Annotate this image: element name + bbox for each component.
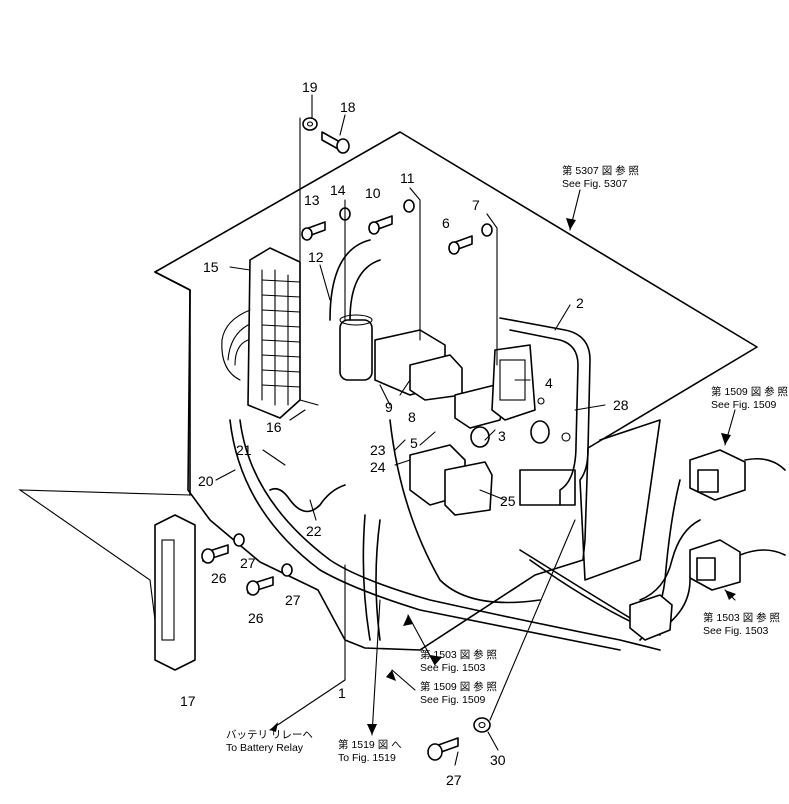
ref-1503-right-jp: 第 1503 図 参 照 xyxy=(703,611,781,624)
bracket-plate xyxy=(499,317,661,581)
part-label-6: 6 xyxy=(442,215,450,231)
part-label-27b: 27 xyxy=(285,592,301,608)
ref-1503-mid-jp: 第 1503 図 参 照 xyxy=(420,648,498,661)
part-label-26b: 26 xyxy=(248,610,264,626)
ref-1519-jp: 第 1519 図 へ xyxy=(338,738,402,751)
part-label-15: 15 xyxy=(203,259,219,275)
connector-lower xyxy=(629,594,673,641)
part-label-8: 8 xyxy=(408,409,416,425)
ref-1509-top-en: See Fig. 1509 xyxy=(711,399,777,411)
ref-1519-en: To Fig. 1519 xyxy=(338,752,396,764)
ref-5307-jp: 第 5307 図 参 照 xyxy=(562,164,640,177)
part-label-26a: 26 xyxy=(211,570,227,586)
bolt-18 xyxy=(321,131,350,154)
part-label-7: 7 xyxy=(472,197,480,213)
relay-25 xyxy=(409,444,493,516)
part-label-20: 20 xyxy=(198,473,214,489)
part-label-12: 12 xyxy=(308,249,324,265)
bolt-6 xyxy=(448,235,473,255)
part-label-21: 21 xyxy=(236,442,252,458)
part-label-18: 18 xyxy=(340,99,356,115)
ref-1509-mid-en: See Fig. 1509 xyxy=(420,694,486,706)
relay-8 xyxy=(374,329,463,401)
cover-plate-17 xyxy=(154,514,196,671)
wire-harness xyxy=(229,239,786,651)
leader-lines xyxy=(215,94,736,766)
part-label-29: 27 xyxy=(446,772,462,788)
part-label-5: 5 xyxy=(410,435,418,451)
connector-fig1503 xyxy=(689,539,741,591)
bolt-26a xyxy=(201,544,229,564)
part-label-25: 25 xyxy=(500,493,516,509)
part-label-16: 16 xyxy=(266,419,282,435)
part-label-11: 11 xyxy=(400,170,415,186)
bolt-26b xyxy=(246,576,274,596)
part-label-1: 1 xyxy=(338,685,346,701)
ref-battery-jp: バッテリ リレーヘ xyxy=(226,729,313,741)
ref-battery-en: To Battery Relay xyxy=(226,742,304,754)
part-label-23: 23 xyxy=(370,442,386,458)
bolt-13 xyxy=(301,221,326,241)
washer-19 xyxy=(302,117,318,131)
washer-7 xyxy=(481,223,493,237)
part-label-4: 4 xyxy=(545,375,553,391)
relay-large-9 xyxy=(339,314,373,381)
part-label-13: 13 xyxy=(304,192,320,208)
ref-1503-right-en: See Fig. 1503 xyxy=(703,625,769,637)
part-label-2: 2 xyxy=(576,295,584,311)
connector-block xyxy=(221,247,301,419)
bolt-29 xyxy=(427,737,459,761)
ref-1509-mid-jp: 第 1509 図 参 照 xyxy=(420,680,498,693)
reference-notes: 第 5307 図 参 照 See Fig. 5307 第 1509 図 参 照 … xyxy=(226,164,789,764)
part-label-19: 19 xyxy=(302,79,318,95)
part-label-24: 24 xyxy=(370,459,386,475)
ref-1509-top-jp: 第 1509 図 参 照 xyxy=(711,385,789,398)
washer-30 xyxy=(473,717,491,733)
part-label-10: 10 xyxy=(365,185,381,201)
bolt-10 xyxy=(368,215,393,235)
washer-27b xyxy=(281,563,293,577)
part-numbers: 19 18 14 13 10 11 7 6 12 15 2 4 28 9 8 3… xyxy=(180,79,629,788)
part-label-17: 17 xyxy=(180,693,196,709)
part-label-22: 22 xyxy=(306,523,322,539)
part-label-3: 3 xyxy=(498,428,506,444)
part-label-9: 9 xyxy=(385,399,393,415)
part-label-28: 28 xyxy=(613,397,629,413)
part-label-30: 30 xyxy=(490,752,506,768)
washer-27a xyxy=(233,533,245,547)
part-label-27a: 27 xyxy=(240,555,256,571)
connector-fig1509 xyxy=(689,449,746,501)
arrow-heads xyxy=(270,218,736,735)
part-label-14: 14 xyxy=(330,182,346,198)
ref-1503-mid-en: See Fig. 1503 xyxy=(420,662,486,674)
washer-11 xyxy=(403,199,415,213)
ref-5307-en: See Fig. 5307 xyxy=(562,178,628,190)
main-panel xyxy=(18,131,758,661)
relay-block-4 xyxy=(491,344,536,421)
